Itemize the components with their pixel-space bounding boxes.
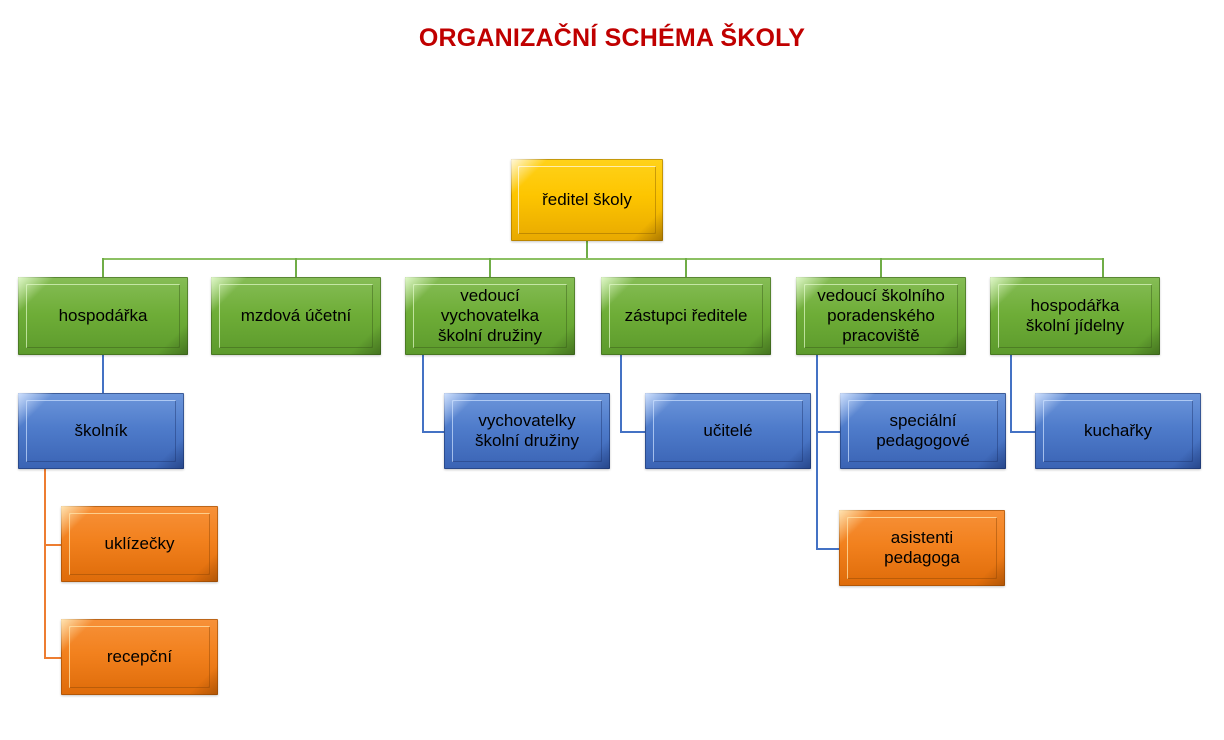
node-cleaners[interactable]: uklízečky bbox=[61, 506, 218, 582]
node-director-label: ředitel školy bbox=[542, 189, 632, 209]
node-director[interactable]: ředitel školy bbox=[511, 159, 663, 241]
node-canteen-bursar[interactable]: hospodářka školní jídelny bbox=[990, 277, 1160, 355]
connector-drop-bursar bbox=[102, 258, 104, 277]
node-janitor-label: školník bbox=[74, 420, 128, 440]
node-cleaners-label: uklízečky bbox=[104, 533, 175, 553]
connector-drop-head-educator bbox=[489, 258, 491, 277]
node-bursar[interactable]: hospodářka bbox=[18, 277, 188, 355]
node-head-educator[interactable]: vedoucí vychovatelka školní družiny bbox=[405, 277, 575, 355]
page-title: ORGANIZAČNÍ SCHÉMA ŠKOLY bbox=[418, 24, 806, 52]
node-educators[interactable]: vychovatelky školní družiny bbox=[444, 393, 610, 469]
node-counseling-head[interactable]: vedoucí školního poradenského pracoviště bbox=[796, 277, 966, 355]
node-receptionist[interactable]: recepční bbox=[61, 619, 218, 695]
connector-drop-canteen-bursar bbox=[1102, 258, 1104, 277]
connector-janitor-to-receptionist bbox=[44, 657, 62, 659]
node-teaching-assistants[interactable]: asistenti pedagoga bbox=[839, 510, 1005, 586]
connector-head-educator-horizontal bbox=[422, 431, 444, 433]
connector-level2-bus bbox=[103, 258, 1103, 260]
node-head-educator-label: vedoucí vychovatelka školní družiny bbox=[438, 285, 542, 346]
connector-janitor-trunk bbox=[44, 468, 46, 659]
node-cooks[interactable]: kuchařky bbox=[1035, 393, 1201, 469]
node-receptionist-label: recepční bbox=[106, 646, 173, 666]
node-bursar-label: hospodářka bbox=[58, 305, 148, 325]
node-special-pedagogues[interactable]: speciální pedagogové bbox=[840, 393, 1006, 469]
connector-canteen-horizontal bbox=[1010, 431, 1035, 433]
node-teachers[interactable]: učitelé bbox=[645, 393, 811, 469]
node-deputies[interactable]: zástupci ředitele bbox=[601, 277, 771, 355]
node-cooks-label: kuchařky bbox=[1083, 420, 1153, 440]
connector-counseling-to-special bbox=[816, 431, 840, 433]
connector-bursar-to-janitor bbox=[102, 355, 104, 395]
connector-janitor-to-cleaners bbox=[44, 544, 62, 546]
connector-counseling-trunk bbox=[816, 355, 818, 550]
connector-drop-payroll bbox=[295, 258, 297, 277]
connector-counseling-to-assistants bbox=[816, 548, 840, 550]
node-janitor[interactable]: školník bbox=[18, 393, 184, 469]
node-counseling-head-label: vedoucí školního poradenského pracoviště bbox=[817, 285, 945, 346]
connector-deputies-vertical bbox=[620, 355, 622, 433]
node-canteen-bursar-label: hospodářka školní jídelny bbox=[1025, 295, 1125, 335]
connector-director-stem bbox=[586, 241, 588, 259]
node-payroll[interactable]: mzdová účetní bbox=[211, 277, 381, 355]
connector-deputies-horizontal bbox=[620, 431, 645, 433]
connector-drop-counseling-head bbox=[880, 258, 882, 277]
connector-drop-deputies bbox=[685, 258, 687, 277]
node-payroll-label: mzdová účetní bbox=[240, 305, 352, 325]
node-special-pedagogues-label: speciální pedagogové bbox=[876, 410, 970, 450]
node-teachers-label: učitelé bbox=[703, 420, 753, 440]
node-deputies-label: zástupci ředitele bbox=[624, 305, 748, 325]
connector-head-educator-vertical bbox=[422, 355, 424, 433]
node-educators-label: vychovatelky školní družiny bbox=[475, 410, 579, 450]
connector-canteen-vertical bbox=[1010, 355, 1012, 433]
node-teaching-assistants-label: asistenti pedagoga bbox=[884, 527, 960, 567]
